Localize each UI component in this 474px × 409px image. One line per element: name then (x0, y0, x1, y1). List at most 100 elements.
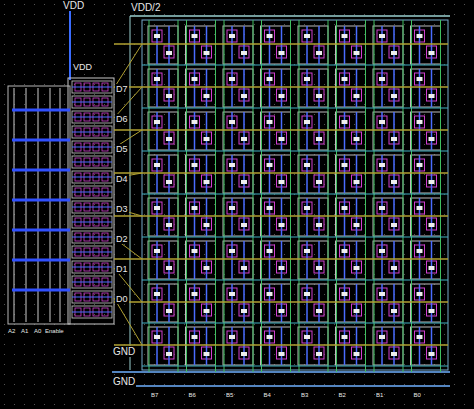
decoder-gate (72, 201, 112, 213)
memory-cell (411, 112, 441, 150)
bitline-label: B3 (300, 392, 309, 399)
memory-cell (223, 112, 253, 150)
address-bus (12, 169, 70, 172)
word-line (114, 258, 448, 260)
address-wire (50, 88, 51, 322)
decoder-output (114, 44, 142, 88)
address-bus (12, 289, 70, 292)
power-label: GND (112, 346, 136, 357)
pin-label: A2 (7, 328, 16, 335)
decoder-gate (72, 156, 112, 168)
memory-cell (223, 241, 253, 279)
signal-label: D1 (115, 264, 129, 274)
address-bus (12, 139, 70, 142)
memory-cell (261, 69, 291, 107)
row-strap (142, 237, 448, 238)
bit-line (178, 20, 179, 372)
memory-cell (148, 26, 178, 64)
power-label: VDD (72, 62, 93, 72)
memory-cell (336, 327, 366, 365)
memory-cell (261, 241, 291, 279)
memory-cell (148, 198, 178, 236)
decoder-gate (72, 306, 112, 318)
memory-cell (336, 284, 366, 322)
memory-cell (261, 26, 291, 64)
bit-line (328, 20, 329, 372)
decoder-gate (72, 171, 112, 183)
memory-cell (373, 69, 403, 107)
memory-cell (336, 155, 366, 193)
memory-cell (261, 112, 291, 150)
address-bus (12, 199, 70, 202)
signal-label: D2 (115, 234, 129, 244)
address-wire (26, 88, 27, 322)
row-strap (142, 151, 448, 152)
memory-cell (223, 26, 253, 64)
memory-cell (411, 155, 441, 193)
row-strap (142, 323, 448, 324)
bit-line (336, 20, 337, 372)
memory-cell (411, 327, 441, 365)
memory-cell (373, 112, 403, 150)
memory-cell (411, 198, 441, 236)
decoder-gate (72, 126, 112, 138)
row-strap (142, 194, 448, 195)
memory-cell (298, 241, 328, 279)
memory-cell (186, 284, 216, 322)
address-wire (60, 88, 61, 322)
memory-cell (336, 26, 366, 64)
bit-line (411, 20, 412, 372)
memory-cell (223, 198, 253, 236)
decoder-gate (72, 276, 112, 288)
vdd-rail (69, 8, 71, 80)
bitline-label: B5 (225, 392, 234, 399)
memory-cell (148, 327, 178, 365)
decoder-gate (72, 186, 112, 198)
row-strap (142, 108, 448, 109)
memory-cell (373, 284, 403, 322)
memory-cell (298, 69, 328, 107)
bit-line (253, 20, 254, 372)
memory-cell (223, 69, 253, 107)
array-boundary (142, 20, 448, 370)
gnd-rail (112, 371, 450, 373)
decoder-gate (72, 81, 112, 93)
word-line (114, 344, 448, 346)
address-wire (38, 88, 39, 322)
decoder-boundary (68, 78, 114, 324)
power-label: VDD (62, 0, 85, 11)
bit-line (374, 20, 375, 372)
bitline-label: B1 (375, 392, 384, 399)
bit-line (224, 20, 225, 372)
input-wiring-boundary (8, 86, 70, 324)
bit-line (299, 20, 300, 372)
memory-cell (261, 155, 291, 193)
memory-cell (298, 198, 328, 236)
memory-cell (411, 241, 441, 279)
bit-line (440, 20, 441, 372)
bit-line (403, 20, 404, 372)
row-strap (142, 366, 448, 367)
memory-cell (223, 284, 253, 322)
decoder-gate (72, 216, 112, 228)
half-vdd-rail (130, 16, 131, 370)
memory-cell (223, 155, 253, 193)
decoder-gate (72, 96, 112, 108)
memory-cell (373, 241, 403, 279)
bit-line (290, 20, 291, 372)
row-strap (142, 65, 448, 66)
decoder-gate (72, 291, 112, 303)
memory-cell (186, 327, 216, 365)
memory-cell (336, 112, 366, 150)
signal-label: D6 (115, 114, 129, 124)
memory-cell (186, 69, 216, 107)
memory-cell (186, 26, 216, 64)
word-line (114, 301, 448, 303)
memory-cell (411, 26, 441, 64)
memory-cell (261, 284, 291, 322)
bitline-label: B6 (188, 392, 197, 399)
decoder-gate (72, 231, 112, 243)
word-line (114, 172, 448, 174)
